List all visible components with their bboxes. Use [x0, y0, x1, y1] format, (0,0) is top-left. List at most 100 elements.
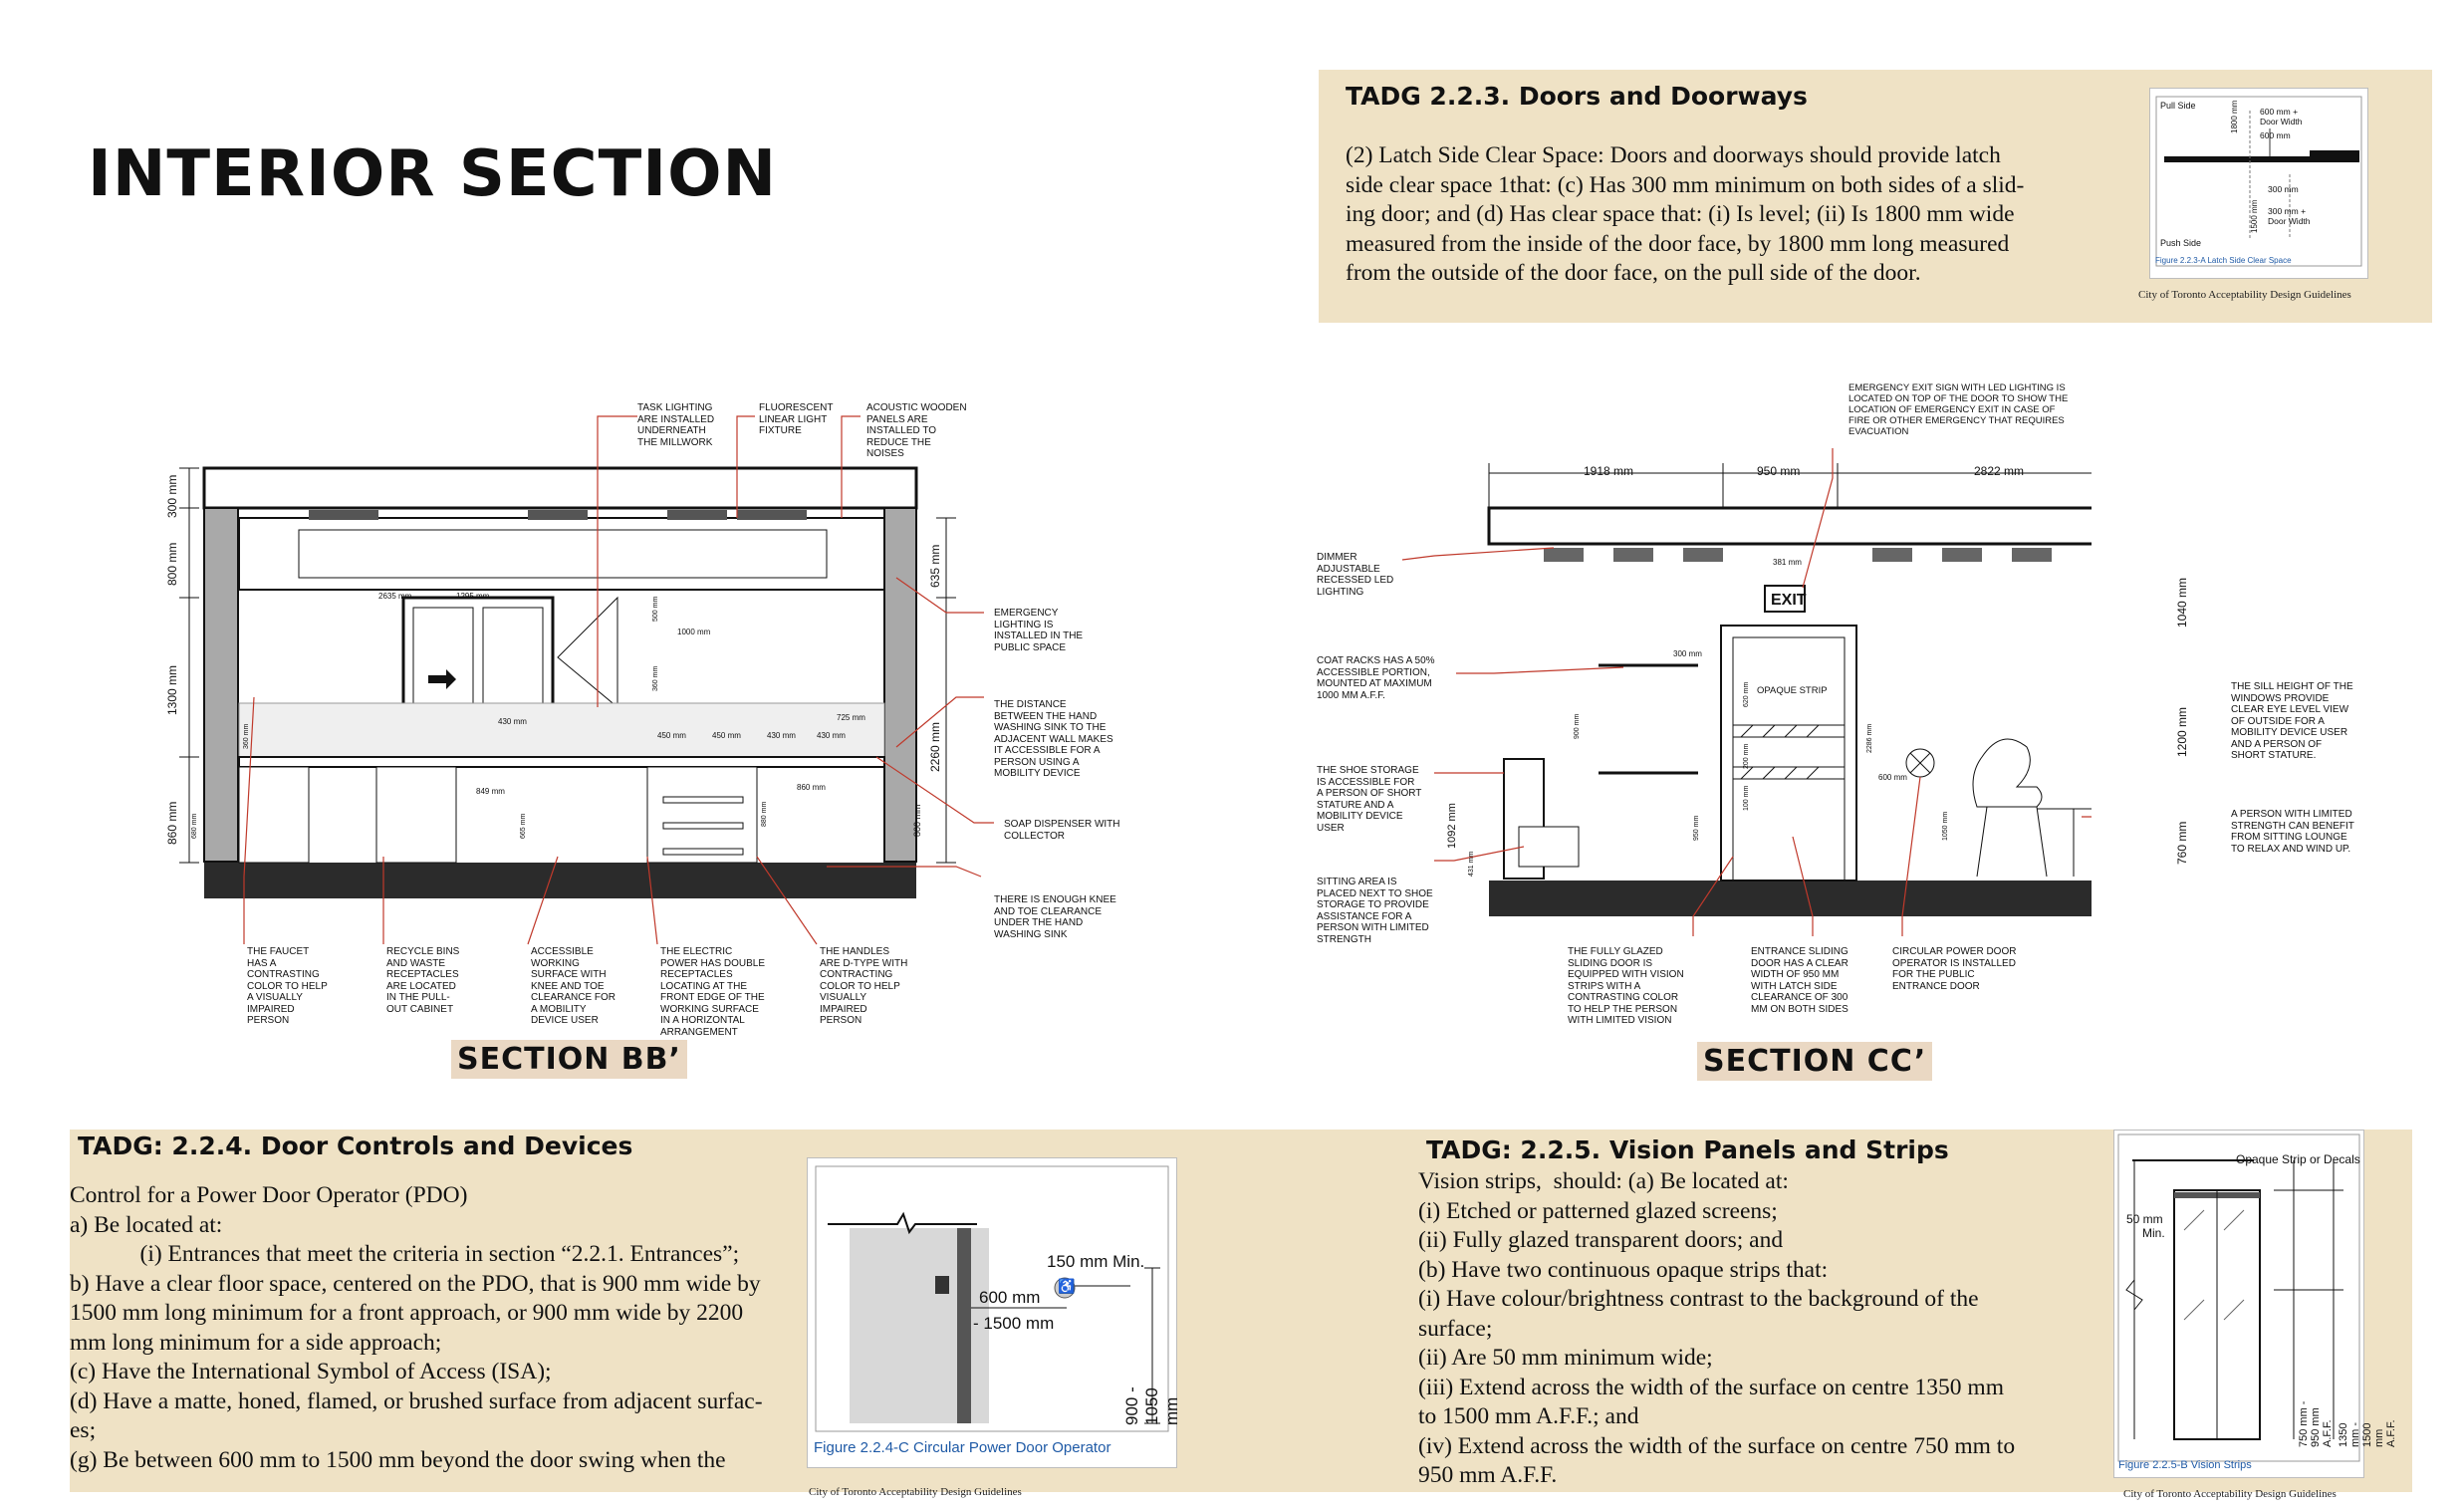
note-line: TO RELAX AND WIND UP.	[2231, 843, 2351, 855]
label-1350-1500: 1350 mm - 1500 mm A.F.F.	[2338, 1419, 2397, 1447]
label-opaque-strip: Opaque Strip or Decals	[2236, 1152, 2360, 1166]
bb-note-task-lighting: TASK LIGHTING ARE INSTALLED UNDERNEATH T…	[637, 402, 714, 448]
latch-clear-space-drawing	[2155, 96, 2362, 267]
note-line: RECEPTACLES	[660, 969, 733, 980]
note-line: RECYCLE BINS	[386, 946, 460, 957]
cc-inner-dim: 1092 mm	[1446, 803, 1458, 849]
cc-inner-dim: 431 mm	[1468, 851, 1475, 877]
note-line: COAT RACKS HAS A 50%	[1317, 655, 1435, 666]
label-min: Min.	[2142, 1226, 2165, 1240]
body-line: from the outside of the door face, on th…	[1346, 260, 1921, 286]
push-side-label: Push Side	[2160, 238, 2202, 248]
note-line: AND TOE CLEARANCE	[994, 905, 1102, 917]
cc-note-glazed-door: THE FULLY GLAZED SLIDING DOOR IS EQUIPPE…	[1568, 946, 1684, 1027]
note-line: UNDERNEATH	[637, 425, 706, 436]
bb-note-faucet: THE FAUCET HAS A CONTRASTING COLOR TO HE…	[247, 946, 328, 1027]
body-line: 1500 mm long minimum for a front approac…	[70, 1300, 744, 1326]
note-line: DOOR HAS A CLEAR	[1751, 957, 1848, 969]
note-line: ADJACENT WALL MAKES	[994, 733, 1113, 745]
cc-note-sitting-area: SITTING AREA IS PLACED NEXT TO SHOE STOR…	[1317, 877, 1433, 945]
note-line: IS ACCESSIBLE FOR	[1317, 776, 1415, 788]
cc-note-sill-height: THE SILL HEIGHT OF THE WINDOWS PROVIDE C…	[2231, 681, 2353, 762]
doors-panel-heading: TADG 2.2.3. Doors and Doorways	[1346, 82, 1808, 111]
bb-inner-dim: 500 mm	[652, 596, 659, 622]
dim-1800: 1800 mm	[2230, 100, 2239, 133]
body-line: (i) Entrances that meet the criteria in …	[70, 1241, 740, 1267]
cc-note-sliding-door: ENTRANCE SLIDING DOOR HAS A CLEAR WIDTH …	[1751, 946, 1848, 1015]
label-600-plus: 600 mm +	[2260, 107, 2299, 117]
note-line: 1000 MM A.F.F.	[1317, 689, 1385, 701]
note-line: ARE LOCATED	[386, 980, 456, 992]
note-line: WITH LIMITED VISION	[1568, 1015, 1672, 1026]
cc-note-power-door: CIRCULAR POWER DOOR OPERATOR IS INSTALLE…	[1892, 946, 2016, 992]
cc-inner-dim: 1050 mm	[1942, 811, 1949, 841]
figure-caption: Figure 2.2.5-B Vision Strips	[2118, 1459, 2252, 1471]
body-line: es;	[70, 1417, 97, 1443]
page-title: INTERIOR SECTION	[88, 137, 778, 211]
note-line: SOAP DISPENSER WITH	[1004, 819, 1120, 830]
note-line: STRENGTH	[1317, 933, 1371, 945]
note-line: UNDER THE HAND	[994, 917, 1084, 928]
body-line: (ii) Fully glazed transparent doors; and	[1418, 1227, 1784, 1253]
bb-inner-dim: 849 mm	[476, 787, 505, 796]
bb-inner-dim: 360 mm	[243, 723, 250, 749]
cc-inner-dim: 620 mm	[1743, 681, 1750, 707]
note-line: COLLECTOR	[1004, 830, 1065, 842]
note-line: INSTALLED IN THE	[994, 630, 1084, 641]
note-line: ARRANGEMENT	[660, 1026, 738, 1038]
note-line: PUBLIC SPACE	[994, 641, 1067, 653]
bb-inner-dim: 680 mm	[191, 813, 198, 839]
cc-inner-dim: 100 mm	[1743, 785, 1750, 811]
bb-note-distance: THE DISTANCE BETWEEN THE HAND WASHING SI…	[994, 699, 1113, 780]
bb-inner-dim: 1295 mm	[456, 592, 490, 601]
note-line: CLEARANCE FOR	[531, 992, 616, 1003]
note-line: FIRE OR OTHER EMERGENCY THAT REQUIRES	[1848, 415, 2065, 426]
note-line: BETWEEN THE HAND	[994, 710, 1098, 722]
note-line: SURFACE WITH	[531, 969, 607, 980]
label-door-width-a: Door Width	[2260, 117, 2303, 126]
note-line: LOCATION OF EMERGENCY EXIT IN CASE OF	[1848, 404, 2056, 415]
label-600: 600 mm	[979, 1288, 1041, 1307]
label-600: 600 mm	[2260, 130, 2291, 140]
note-line: LIGHTING IS	[994, 619, 1054, 630]
note-line: EQUIPPED WITH VISION	[1568, 969, 1684, 980]
bb-note-recycle: RECYCLE BINS AND WASTE RECEPTACLES ARE L…	[386, 946, 459, 1015]
vision-panel-heading: TADG: 2.2.5. Vision Panels and Strips	[1426, 1135, 1949, 1164]
note-line: OPERATOR IS INSTALLED	[1892, 957, 2016, 969]
body-line: surface;	[1418, 1315, 1493, 1342]
note-line: THE FAUCET	[247, 946, 310, 957]
bb-inner-dim: 360 mm	[652, 665, 659, 691]
note-line: STRIPS WITH A	[1568, 980, 1641, 992]
section-cc-label: SECTION CC’	[1697, 1042, 1933, 1081]
cc-inner-dim: 2286 mm	[1866, 723, 1873, 753]
doors-panel: TADG 2.2.3. Doors and Doorways (2) Latch…	[1319, 70, 2432, 323]
note-line: ADJUSTABLE	[1317, 563, 1380, 575]
cc-note-exit-sign: EMERGENCY EXIT SIGN WITH LED LIGHTING IS…	[1848, 382, 2068, 437]
body-line: (iv) Extend across the width of the surf…	[1418, 1432, 2016, 1459]
note-line: WITH LATCH SIDE	[1751, 980, 1838, 992]
note-line: KNEE AND TOE	[531, 980, 605, 992]
bb-note-knee-clearance: THERE IS ENOUGH KNEE AND TOE CLEARANCE U…	[994, 894, 1116, 940]
cc-inner-dim: 600 mm	[1878, 773, 1907, 782]
body-line: (2) Latch Side Clear Space: Doors and do…	[1346, 142, 2001, 168]
note-line: SITTING AREA IS	[1317, 877, 1397, 887]
label-50mm: 50 mm	[2126, 1212, 2163, 1226]
note-line: A PERSON WITH LIMITED	[2231, 809, 2352, 820]
note-line: PERSON USING A	[994, 756, 1080, 768]
label-750-950: 750 mm - 950 mm A.F.F.	[2298, 1400, 2334, 1447]
note-line: CIRCULAR POWER DOOR	[1892, 946, 2017, 957]
bb-inner-dim: 450 mm	[712, 731, 741, 740]
note-line: NOISES	[866, 448, 904, 459]
note-line: WINDOWS PROVIDE	[2231, 692, 2330, 704]
note-line: THE ELECTRIC	[660, 946, 733, 957]
note-line: MOUNTED AT MAXIMUM	[1317, 678, 1432, 689]
bb-dim: 300 mm	[165, 474, 179, 518]
bb-note-fluorescent: FLUORESCENT LINEAR LIGHT FIXTURE	[759, 402, 833, 437]
bb-inner-dim: 430 mm	[817, 731, 846, 740]
note-line: INSTALLED TO	[866, 425, 937, 436]
cc-inner-dim: 200 mm	[1743, 743, 1750, 769]
note-line: COLOR TO HELP	[247, 980, 328, 992]
note-line: FROM SITTING LOUNGE	[2231, 832, 2347, 843]
note-line: USER	[1317, 822, 1345, 834]
source-credit: City of Toronto Acceptability Design Gui…	[2138, 289, 2351, 301]
